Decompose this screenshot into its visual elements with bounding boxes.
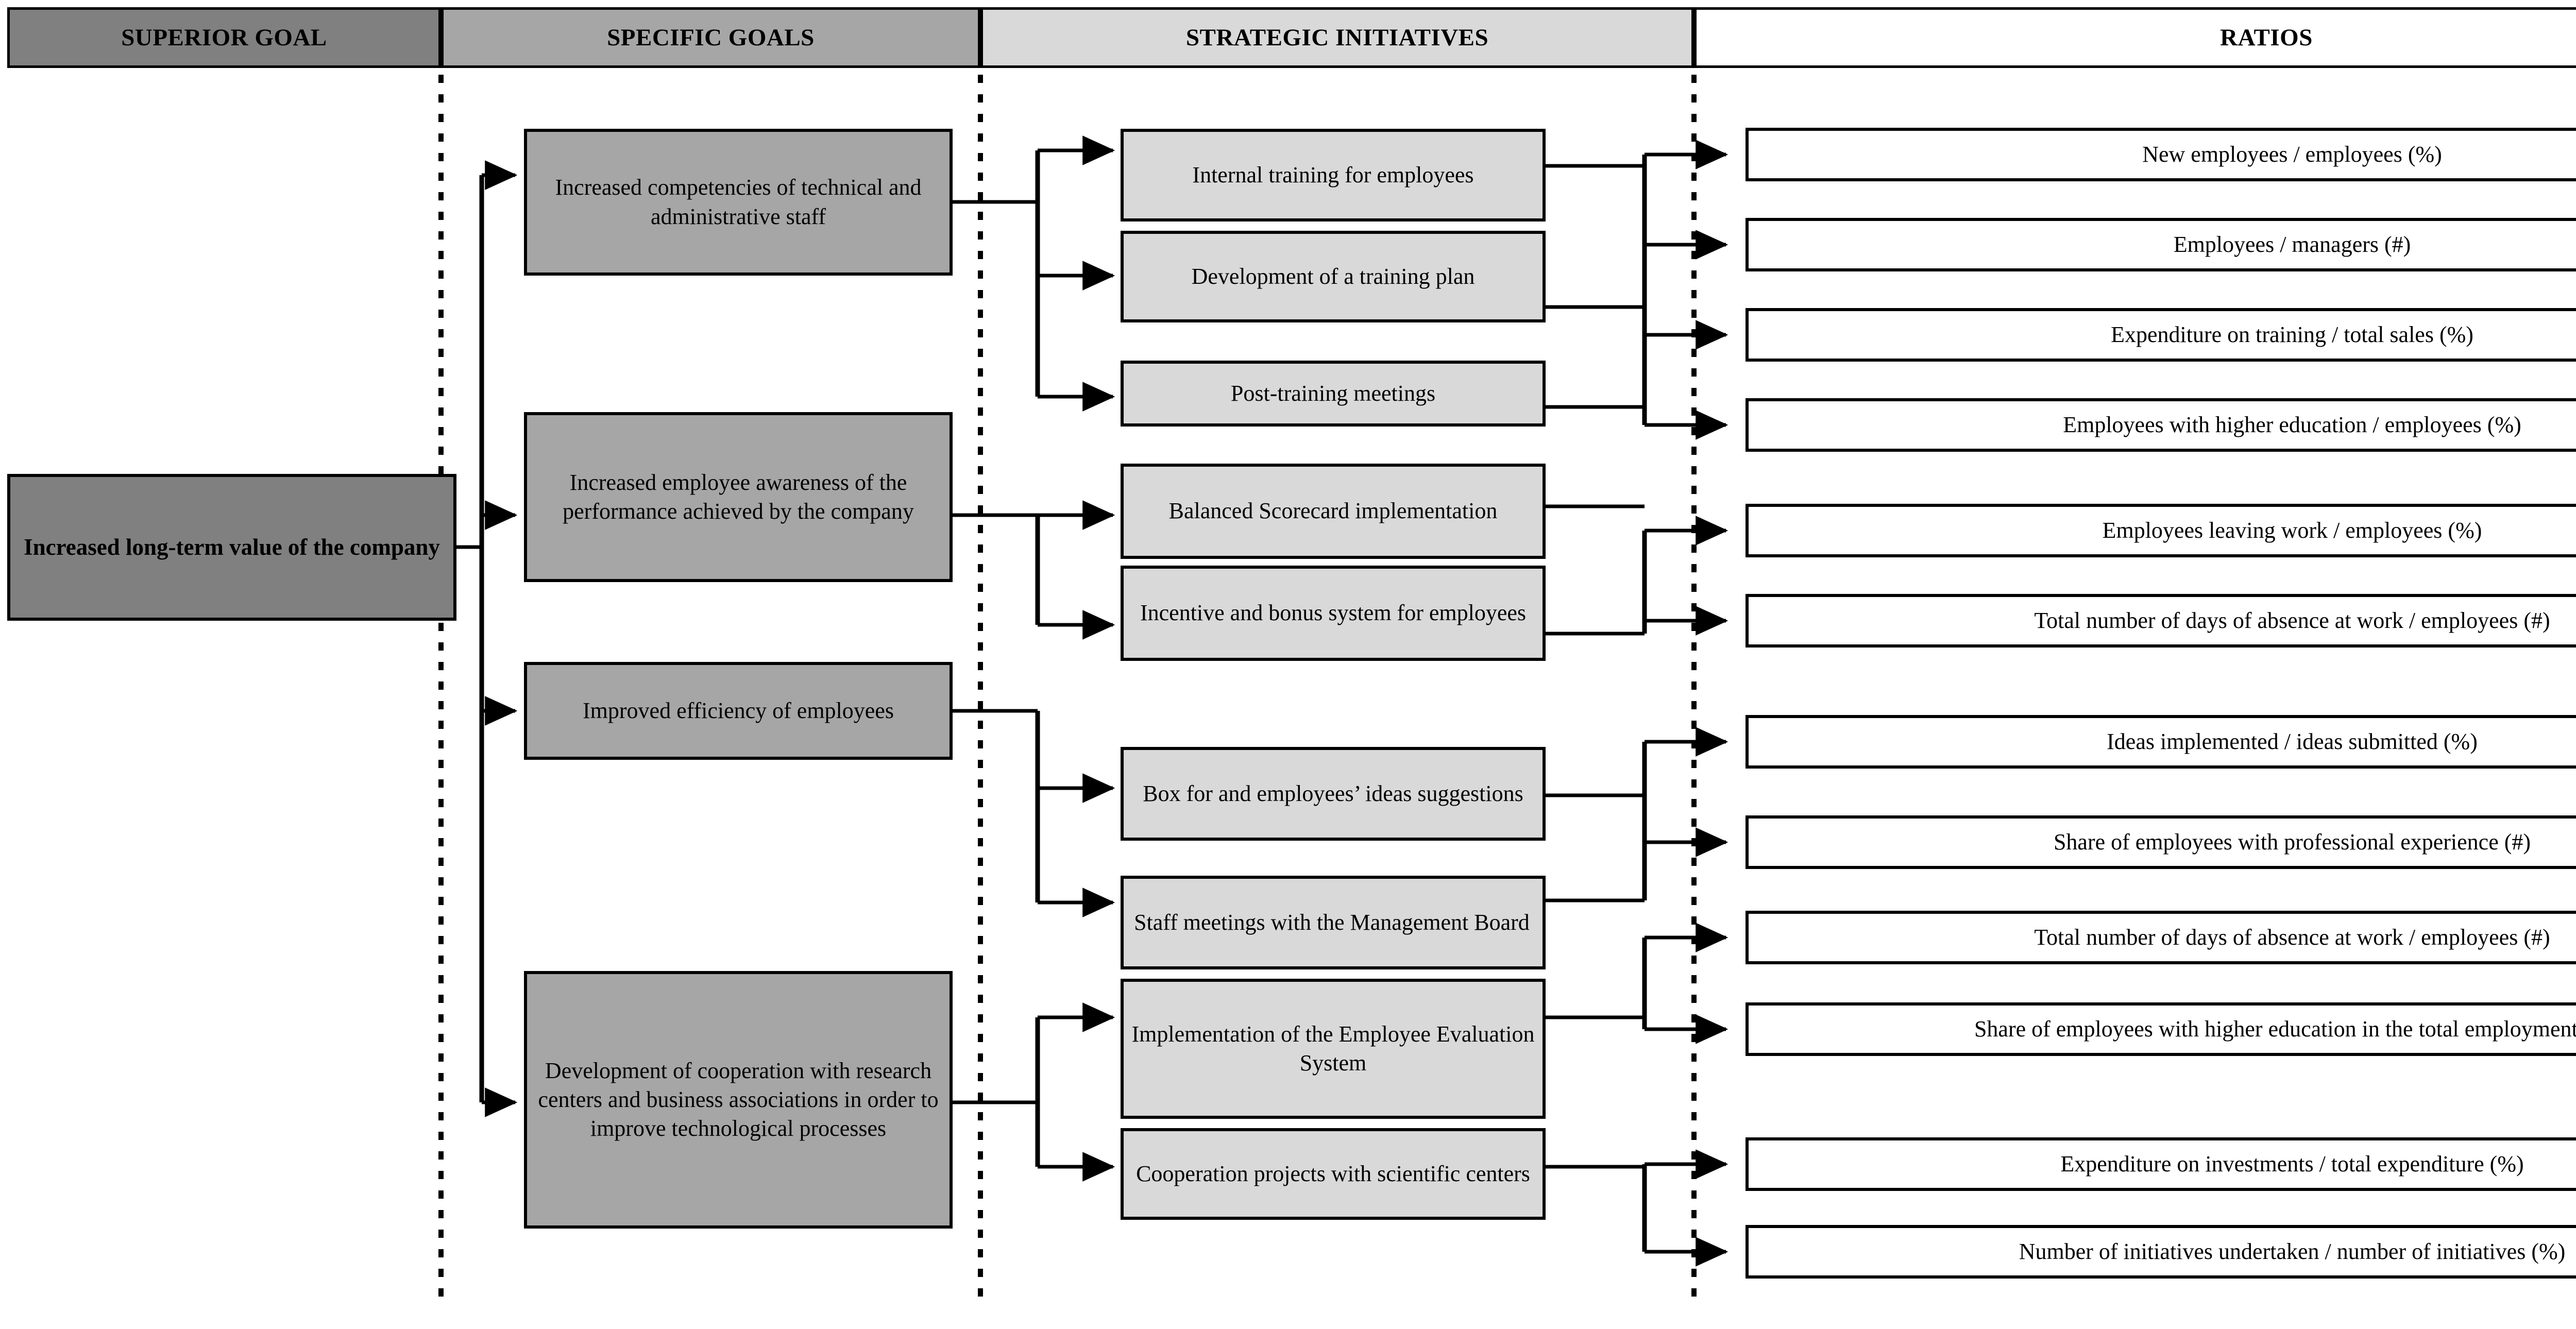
ratio-label: Expenditure on training / total sales (%…	[2111, 321, 2473, 347]
column-header-superior-goal: SUPERIOR GOAL	[7, 7, 441, 68]
superior-goal-label: Increased long-term value of the company	[24, 534, 440, 560]
ratio-label: Employees with higher education / employ…	[2063, 412, 2521, 437]
ratio-box-5[interactable]: Employees leaving work / employees (%)	[1745, 504, 2576, 557]
strategic-initiative-box-5[interactable]: Incentive and bonus system for employees	[1121, 566, 1546, 661]
ratio-box-4[interactable]: Employees with higher education / employ…	[1745, 398, 2576, 452]
ratio-label: Total number of days of absence at work …	[2034, 607, 2550, 633]
specific-goal-label: Increased employee awareness of the perf…	[563, 469, 914, 524]
column-header-specific-goals: SPECIFIC GOALS	[441, 7, 980, 68]
specific-goal-box-1[interactable]: Increased competencies of technical and …	[524, 129, 953, 276]
column-header-strategic-initiatives: STRATEGIC INITIATIVES	[980, 7, 1694, 68]
ratio-label: New employees / employees (%)	[2142, 141, 2442, 167]
strategic-initiative-label: Incentive and bonus system for employees	[1140, 600, 1527, 626]
column-header-label: SUPERIOR GOAL	[121, 24, 327, 51]
strategic-initiative-box-1[interactable]: Internal training for employees	[1121, 129, 1546, 222]
strategic-initiative-box-7[interactable]: Staff meetings with the Management Board	[1121, 876, 1546, 969]
strategic-initiative-box-3[interactable]: Post-training meetings	[1121, 361, 1546, 427]
superior-goal-box[interactable]: Increased long-term value of the company	[7, 474, 456, 621]
strategic-initiative-label: Post-training meetings	[1230, 380, 1436, 406]
ratio-label: Share of employees with higher education…	[1974, 1016, 2576, 1042]
ratio-label: Employees leaving work / employees (%)	[2102, 517, 2482, 543]
strategic-initiative-label: Staff meetings with the Management Board	[1134, 909, 1530, 935]
specific-goal-box-2[interactable]: Increased employee awareness of the perf…	[524, 412, 953, 582]
strategic-initiative-label: Internal training for employees	[1192, 162, 1474, 188]
strategic-initiative-label: Box for and employees’ ideas suggestions	[1143, 780, 1523, 806]
strategic-initiative-box-4[interactable]: Balanced Scorecard implementation	[1121, 464, 1546, 559]
column-header-label: STRATEGIC INITIATIVES	[1185, 24, 1489, 51]
specific-goal-label: Development of cooperation with research…	[538, 1058, 939, 1141]
ratio-label: Expenditure on investments / total expen…	[2060, 1151, 2524, 1177]
column-header-label: SPECIFIC GOALS	[607, 24, 815, 51]
ratio-label: Number of initiatives undertaken / numbe…	[2019, 1238, 2566, 1264]
strategic-initiative-box-8[interactable]: Implementation of the Employee Evaluatio…	[1121, 979, 1546, 1119]
ratio-box-1[interactable]: New employees / employees (%)	[1745, 128, 2576, 181]
column-header-label: RATIOS	[2220, 24, 2313, 51]
ratio-box-10[interactable]: Share of employees with higher education…	[1745, 1002, 2576, 1056]
ratio-box-3[interactable]: Expenditure on training / total sales (%…	[1745, 308, 2576, 362]
ratio-box-2[interactable]: Employees / managers (#)	[1745, 218, 2576, 271]
ratio-box-12[interactable]: Number of initiatives undertaken / numbe…	[1745, 1225, 2576, 1279]
ratio-label: Total number of days of absence at work …	[2034, 924, 2550, 950]
ratio-box-7[interactable]: Ideas implemented / ideas submitted (%)	[1745, 715, 2576, 769]
specific-goal-box-4[interactable]: Development of cooperation with research…	[524, 971, 953, 1229]
strategic-initiative-box-2[interactable]: Development of a training plan	[1121, 231, 1546, 322]
strategic-initiative-label: Development of a training plan	[1191, 263, 1475, 289]
strategic-initiative-label: Cooperation projects with scientific cen…	[1136, 1161, 1530, 1186]
column-header-ratios: RATIOS	[1694, 7, 2576, 68]
specific-goal-box-3[interactable]: Improved efficiency of employees	[524, 662, 953, 760]
strategic-initiative-label: Implementation of the Employee Evaluatio…	[1131, 1021, 1535, 1076]
ratio-box-11[interactable]: Expenditure on investments / total expen…	[1745, 1137, 2576, 1191]
ratio-label: Employees / managers (#)	[2173, 231, 2411, 257]
specific-goal-label: Improved efficiency of employees	[583, 697, 894, 723]
ratio-box-8[interactable]: Share of employees with professional exp…	[1745, 815, 2576, 869]
strategic-initiative-label: Balanced Scorecard implementation	[1168, 498, 1498, 524]
ratio-label: Share of employees with professional exp…	[2053, 829, 2531, 855]
ratio-box-9[interactable]: Total number of days of absence at work …	[1745, 911, 2576, 964]
ratio-box-6[interactable]: Total number of days of absence at work …	[1745, 594, 2576, 648]
specific-goal-label: Increased competencies of technical and …	[555, 175, 922, 229]
strategic-initiative-box-6[interactable]: Box for and employees’ ideas suggestions	[1121, 747, 1546, 841]
ratio-label: Ideas implemented / ideas submitted (%)	[2107, 728, 2478, 754]
strategic-initiative-box-9[interactable]: Cooperation projects with scientific cen…	[1121, 1128, 1546, 1220]
